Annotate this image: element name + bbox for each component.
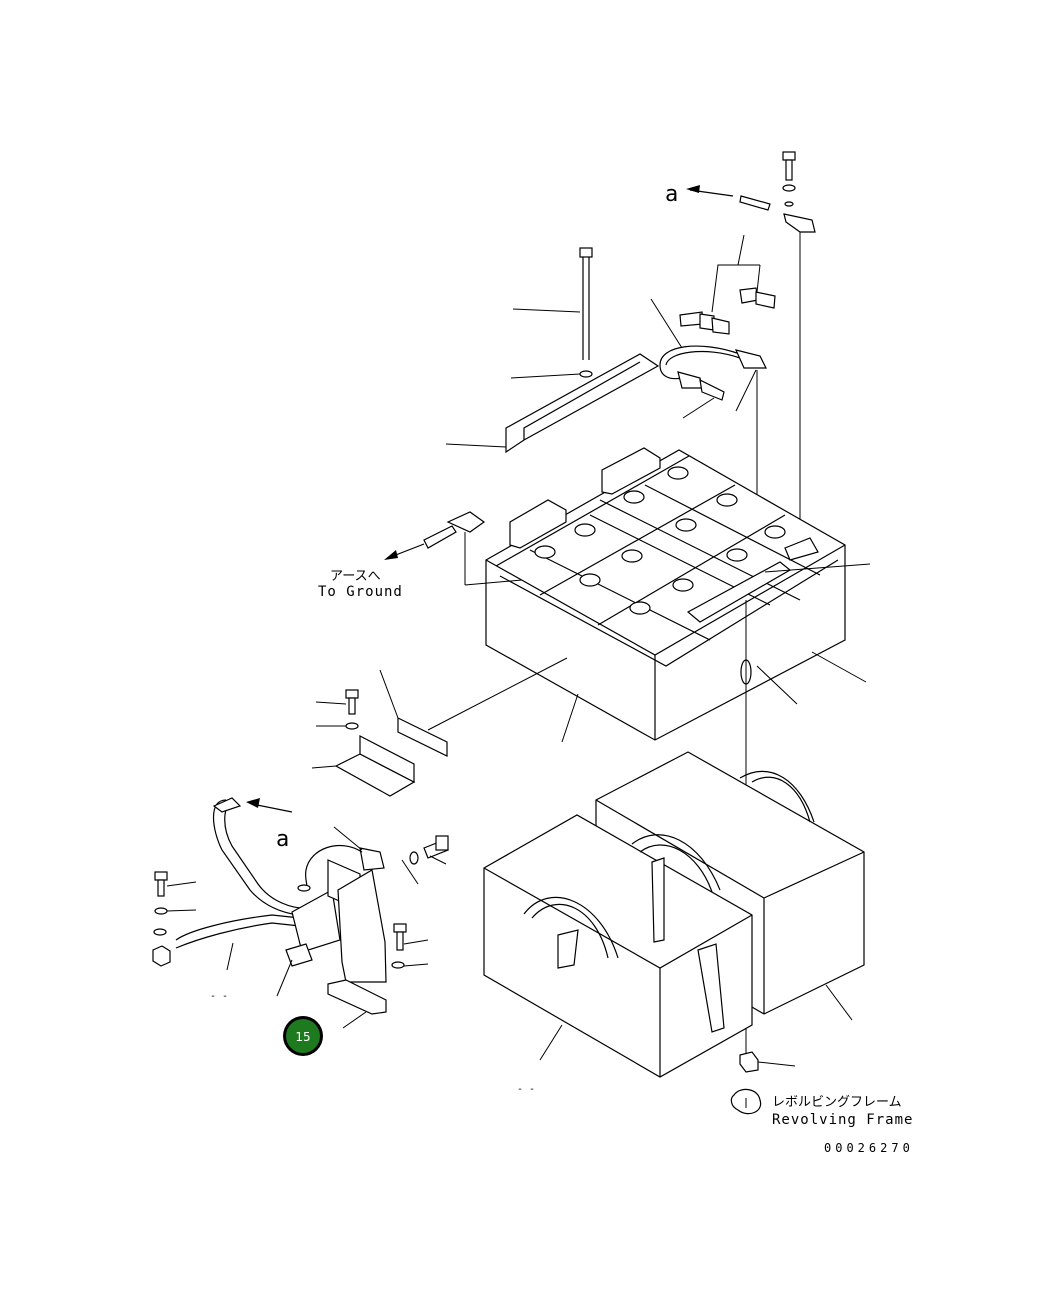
hold-down-rod bbox=[510, 247, 593, 379]
relay-bolt-washers bbox=[391, 835, 449, 969]
arrow-a-bottom-label: a bbox=[276, 827, 289, 852]
callout-15[interactable]: 15 bbox=[283, 1016, 323, 1056]
connector-group bbox=[679, 234, 776, 335]
svg-text:- -: - - bbox=[517, 1084, 535, 1095]
revolving-frame-jp: レボルビングフレーム bbox=[772, 1095, 902, 1110]
ground-cable bbox=[384, 511, 486, 560]
left-bolt-washers-nut bbox=[152, 871, 197, 967]
svg-text:- -: - - bbox=[210, 991, 228, 1002]
arrow-a-top-label: a bbox=[665, 182, 678, 207]
battery-caps bbox=[534, 466, 786, 615]
frame-nut bbox=[730, 1051, 796, 1115]
drawing-number: 00026270 bbox=[824, 1141, 914, 1155]
battery-cable-assembly: - - bbox=[175, 797, 341, 1002]
revolving-frame-en: Revolving Frame bbox=[772, 1112, 913, 1128]
pad-plate bbox=[379, 669, 448, 757]
revolving-frame-label: レボルビングフレーム Revolving Frame bbox=[772, 1095, 913, 1128]
top-bolt-assembly bbox=[739, 151, 816, 545]
hold-down-bar bbox=[445, 353, 660, 454]
arrow-a-top: a bbox=[665, 182, 734, 207]
relay-bracket bbox=[327, 869, 387, 1029]
to-ground-jp: アースへ bbox=[330, 569, 381, 584]
battery-pair bbox=[427, 447, 871, 1060]
battery-box-front: - - bbox=[483, 814, 753, 1095]
to-ground-en: To Ground bbox=[318, 584, 403, 600]
to-ground-label: アースへ To Ground bbox=[318, 569, 403, 600]
callout-15-number: 15 bbox=[295, 1030, 310, 1044]
battery-bracket bbox=[311, 689, 416, 797]
arrow-a-bottom: a bbox=[246, 798, 293, 852]
